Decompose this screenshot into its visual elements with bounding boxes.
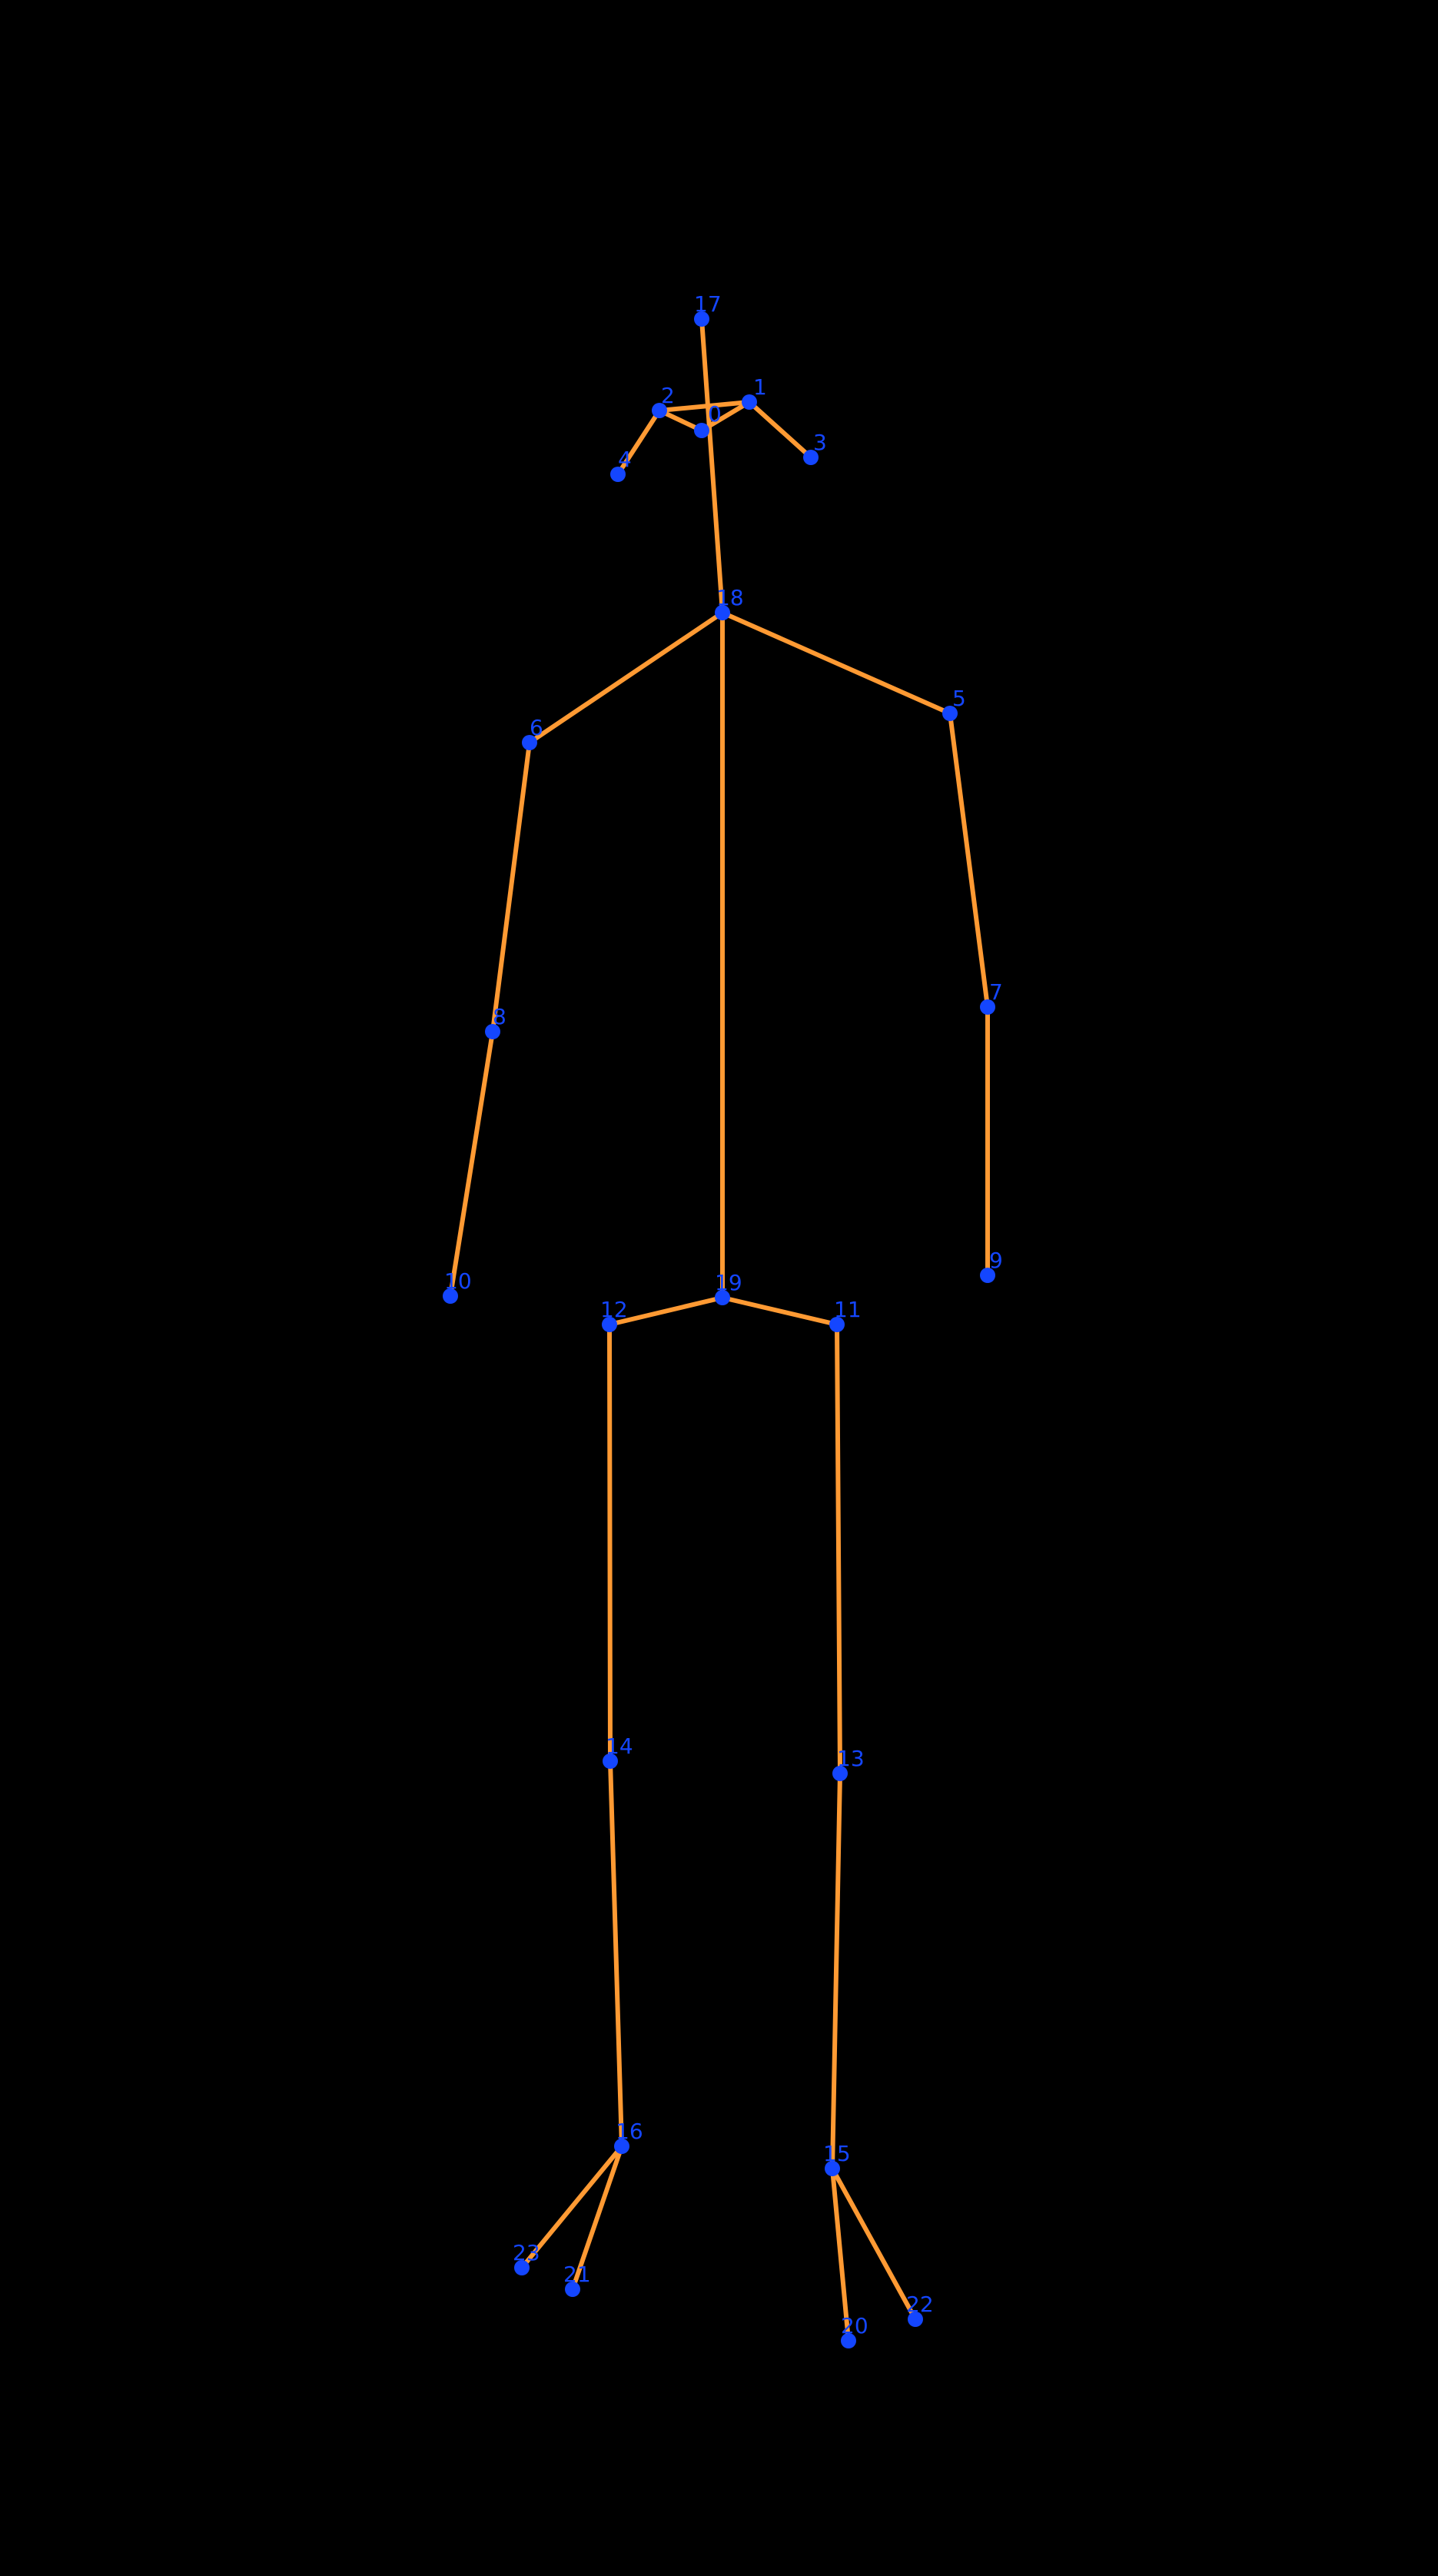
joint-21 — [565, 2282, 580, 2297]
joint-23 — [514, 2260, 530, 2275]
joint-label-8: 8 — [493, 1004, 506, 1029]
joint-label-14: 14 — [606, 1733, 633, 1759]
bone-1-3 — [747, 400, 813, 460]
joint-label-7: 7 — [989, 979, 1003, 1005]
joint-label-4: 4 — [618, 447, 632, 472]
bone-17-18 — [699, 317, 725, 615]
joint-label-22: 22 — [906, 2292, 934, 2317]
joint-8 — [485, 1024, 500, 1039]
bone-19-12 — [607, 1295, 725, 1327]
joint-label-1: 1 — [753, 374, 767, 400]
bone-12-14 — [607, 1322, 613, 1763]
joint-label-5: 5 — [952, 686, 966, 711]
bone-1-2 — [657, 400, 752, 413]
bone-13-15 — [830, 1771, 842, 2171]
joint-4 — [610, 467, 626, 482]
joint-9 — [980, 1268, 995, 1283]
joint-label-3: 3 — [813, 430, 827, 455]
joint-label-0: 0 — [708, 401, 722, 427]
joint-5 — [942, 706, 958, 721]
joint-15 — [825, 2161, 840, 2176]
joint-label-23: 23 — [513, 2240, 540, 2265]
joint-3 — [803, 450, 819, 465]
joint-18 — [715, 605, 730, 620]
joint-label-15: 15 — [823, 2141, 851, 2166]
joint-17 — [694, 311, 709, 327]
bone-11-13 — [835, 1322, 842, 1776]
joint-10 — [443, 1288, 458, 1304]
joint-12 — [602, 1317, 617, 1332]
joint-label-21: 21 — [563, 2262, 591, 2287]
joint-2 — [652, 403, 667, 418]
joint-11 — [829, 1317, 845, 1332]
joint-label-13: 13 — [837, 1746, 865, 1771]
bone-0-2 — [657, 408, 704, 433]
joint-0 — [694, 423, 709, 438]
joint-6 — [522, 735, 537, 750]
bone-6-8 — [490, 740, 532, 1034]
bones-layer — [448, 317, 990, 2343]
joint-16 — [614, 2139, 629, 2154]
joint-1 — [742, 394, 757, 410]
joint-label-18: 18 — [716, 585, 744, 610]
joint-label-10: 10 — [444, 1268, 472, 1294]
bone-2-4 — [616, 408, 662, 477]
bone-15-20 — [830, 2166, 851, 2343]
joint-label-19: 19 — [715, 1270, 742, 1295]
bone-19-11 — [720, 1295, 839, 1327]
bone-16-21 — [570, 2144, 624, 2292]
joint-label-12: 12 — [600, 1297, 628, 1322]
joint-label-9: 9 — [989, 1248, 1003, 1273]
joint-label-20: 20 — [841, 2313, 868, 2338]
joint-13 — [832, 1766, 848, 1781]
joint-22 — [908, 2312, 923, 2327]
bone-14-16 — [608, 1759, 624, 2149]
bone-5-7 — [948, 711, 990, 1009]
bone-18-5 — [720, 610, 952, 716]
bone-16-23 — [520, 2144, 624, 2270]
joint-20 — [841, 2333, 856, 2348]
bone-15-22 — [830, 2166, 918, 2322]
joint-label-17: 17 — [694, 291, 722, 317]
joint-7 — [980, 999, 995, 1015]
joints-layer — [443, 311, 995, 2348]
joint-label-6: 6 — [530, 715, 543, 740]
joint-19 — [715, 1290, 730, 1305]
joint-14 — [603, 1753, 618, 1769]
joint-label-11: 11 — [834, 1297, 862, 1322]
bone-8-10 — [448, 1029, 495, 1298]
bone-18-6 — [527, 610, 725, 745]
joint-label-16: 16 — [616, 2119, 643, 2144]
joint-label-2: 2 — [661, 383, 675, 408]
